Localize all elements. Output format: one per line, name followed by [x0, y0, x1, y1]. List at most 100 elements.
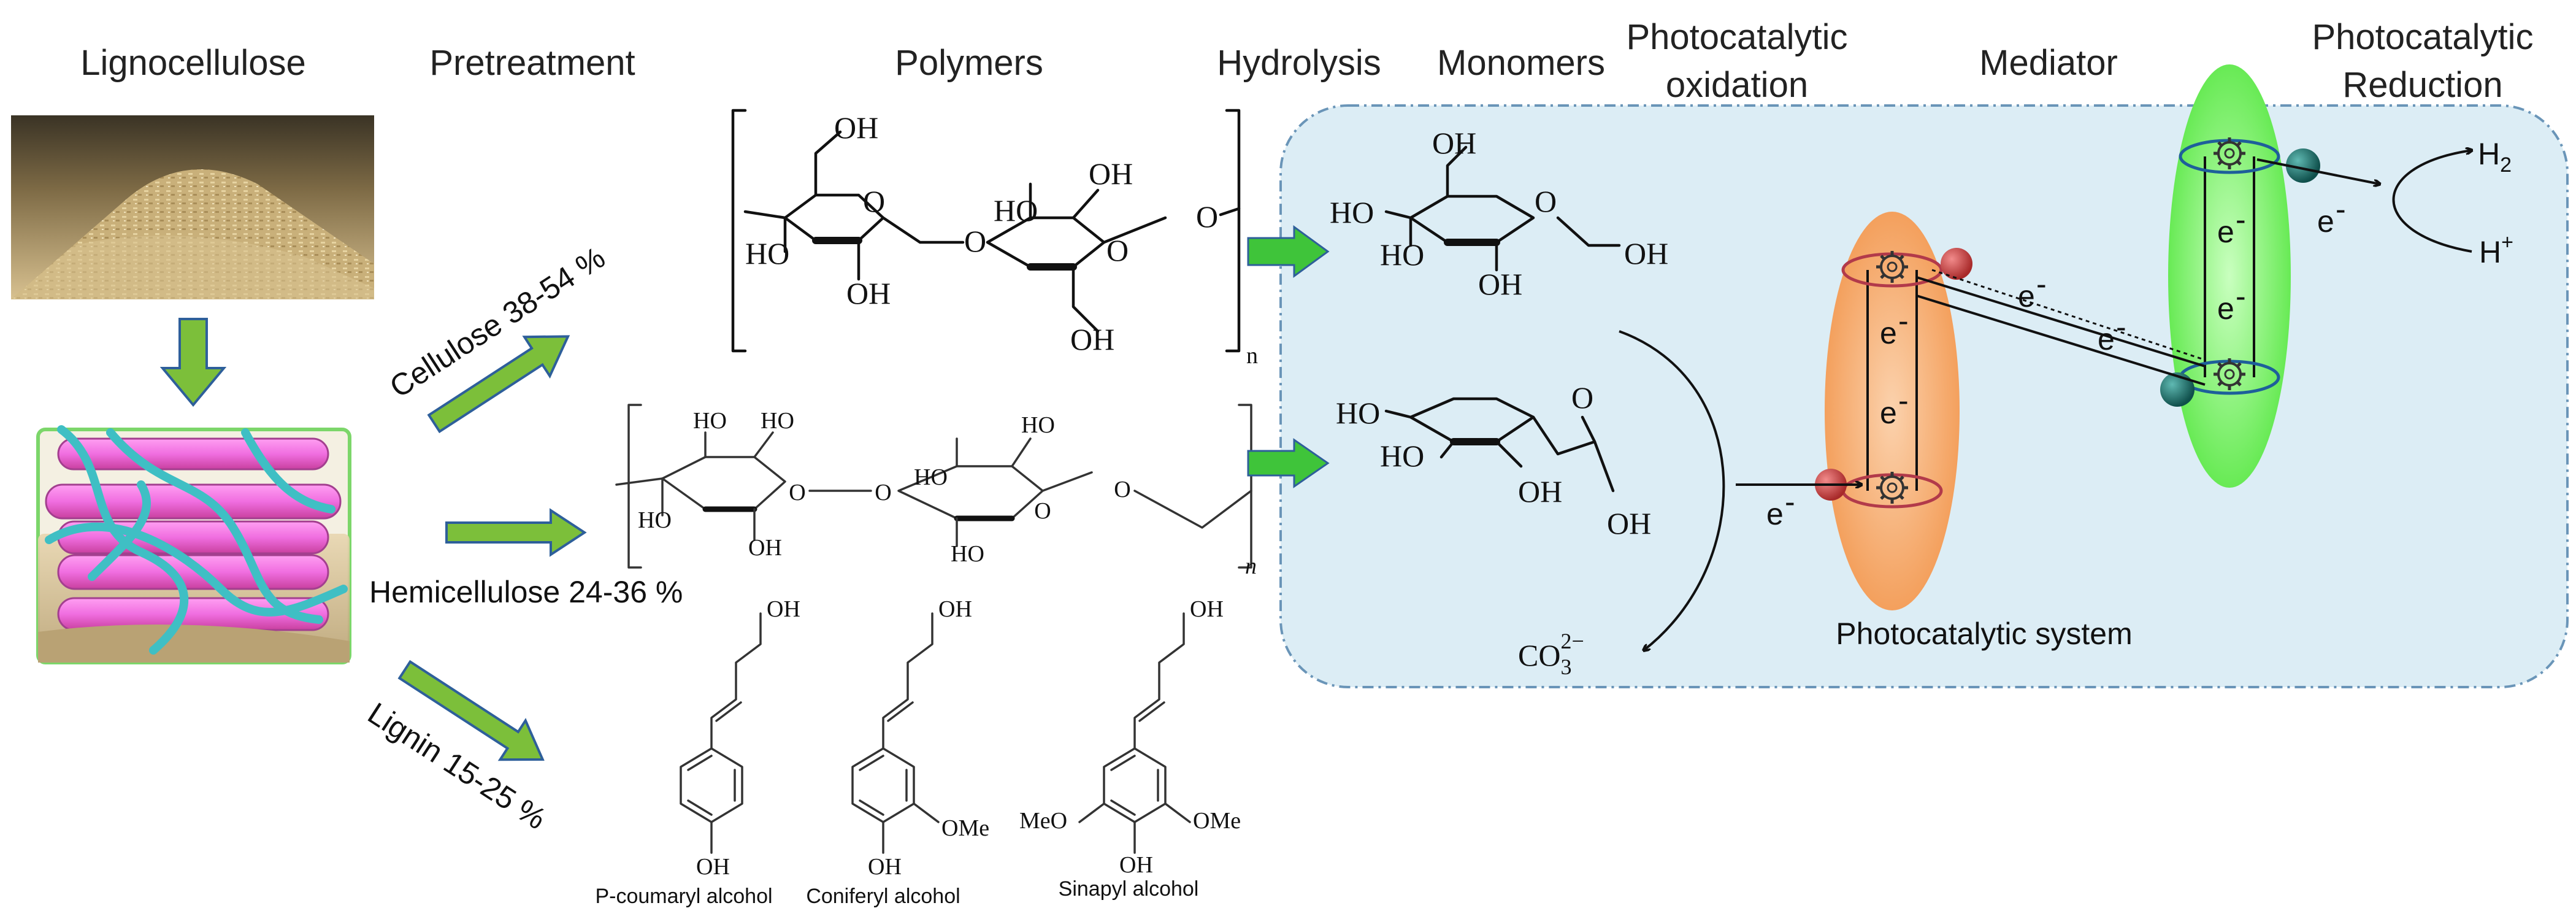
lignin-sinapyl-structure: OH OMe MeO OH	[1019, 596, 1241, 878]
hydrolysis-arrow-xylose	[1247, 438, 1330, 488]
svg-text:HO: HO	[1330, 195, 1374, 229]
svg-text:OH: OH	[846, 276, 891, 310]
electron-label-red-1: e	[2217, 215, 2234, 249]
header-reduction-line1: Photocatalytic	[2312, 17, 2533, 57]
header-pretreatment: Pretreatment	[429, 43, 635, 83]
electron-label-ox-1: e	[1880, 316, 1897, 350]
repeat-n-cellulose: n	[1246, 343, 1258, 369]
svg-text:HO: HO	[761, 408, 794, 434]
reduction-curved-arrow	[2392, 150, 2472, 253]
svg-text:HO: HO	[1380, 439, 1424, 473]
oxidation-curved-arrow	[1619, 330, 1725, 650]
carbonate-product: CO32−	[1518, 629, 1584, 679]
header-polymers: Polymers	[895, 43, 1043, 83]
header-hydrolysis: Hydrolysis	[1217, 43, 1381, 83]
header-monomers: Monomers	[1437, 43, 1605, 83]
svg-text:HO: HO	[914, 464, 948, 490]
teal-ball-bottom	[2160, 372, 2195, 407]
svg-text:-: -	[2236, 279, 2246, 313]
svg-text:OH: OH	[696, 854, 730, 880]
label-coniferyl-alcohol: Coniferyl alcohol	[806, 885, 960, 908]
xylose-monomer-structure: O HO HO OH OH	[1336, 380, 1651, 540]
header-oxidation-line1: Photocatalytic	[1626, 17, 1847, 57]
svg-text:O: O	[1034, 498, 1051, 524]
svg-text:O: O	[1571, 380, 1593, 415]
svg-text:OH: OH	[1432, 126, 1476, 160]
arrow-hemicellulose	[445, 508, 587, 557]
svg-text:OH: OH	[1518, 474, 1562, 509]
electron-label-ox-2: e	[1880, 396, 1897, 430]
svg-text:O: O	[964, 224, 986, 258]
teal-ball-top	[2286, 148, 2320, 183]
svg-text:OH: OH	[868, 854, 902, 880]
svg-text:-: -	[2116, 310, 2126, 344]
svg-text:HO: HO	[1021, 412, 1055, 438]
electron-label-med-1: e	[2018, 279, 2035, 313]
lignin-p-coumaryl-structure: OH OH	[680, 596, 800, 880]
svg-text:O: O	[789, 480, 805, 506]
arrow-lignin	[397, 659, 545, 761]
svg-text:O: O	[1535, 184, 1557, 218]
hplus-reactant: H+	[2479, 231, 2513, 269]
svg-text:HO: HO	[745, 236, 789, 271]
svg-text:O: O	[1114, 477, 1130, 502]
red-ball-top	[1941, 248, 1972, 280]
svg-text:HO: HO	[951, 541, 984, 567]
electron-label-red-2: e	[2217, 291, 2234, 326]
svg-text:-: -	[2336, 192, 2346, 226]
svg-text:OH: OH	[938, 596, 972, 622]
h2-product: H2	[2478, 137, 2512, 177]
svg-text:OH: OH	[1070, 322, 1114, 356]
svg-text:OH: OH	[1607, 506, 1651, 540]
svg-text:OH: OH	[1190, 596, 1224, 622]
svg-text:OH: OH	[834, 110, 878, 145]
reduction-photocatalyst-ellipse	[2168, 64, 2291, 488]
svg-text:HO: HO	[1380, 237, 1424, 272]
green-arrow-down	[159, 318, 227, 407]
hemicellulose-polymer-structure: n O HO HO HO OH O O HO HO HO O	[615, 404, 1257, 579]
label-p-coumaryl-alcohol: P-coumaryl alcohol	[595, 885, 772, 908]
electron-label-red-out: e	[2317, 204, 2334, 239]
svg-text:-: -	[1898, 383, 1909, 418]
lignocellulose-fiber-structure	[36, 425, 351, 664]
svg-text:HO: HO	[693, 408, 727, 434]
oxidation-photocatalyst-ellipse	[1825, 212, 1960, 610]
header-oxidation-line2: oxidation	[1666, 65, 1808, 105]
svg-text:OH: OH	[1624, 236, 1668, 271]
svg-text:OH: OH	[1089, 156, 1133, 191]
electron-transfer-arrow-red	[2256, 158, 2380, 184]
svg-text:OMe: OMe	[941, 815, 989, 841]
lignin-coniferyl-structure: OH OMe OH	[851, 596, 989, 880]
arrow-cellulose	[427, 335, 570, 434]
header-mediator: Mediator	[1979, 43, 2118, 83]
svg-text:OH: OH	[1478, 267, 1522, 301]
svg-text:HO: HO	[638, 507, 672, 533]
repeat-n-hemicellulose: n	[1245, 553, 1257, 579]
svg-text:O: O	[863, 184, 885, 218]
svg-text:-: -	[1898, 304, 1909, 338]
svg-text:-: -	[1785, 485, 1795, 519]
cellulose-polymer-structure: n O OH HO OH O O HO OH OH O	[731, 109, 1258, 369]
svg-text:OH: OH	[767, 596, 800, 622]
svg-text:-: -	[2036, 267, 2047, 301]
electron-label-transfer: e	[1766, 497, 1784, 531]
header-reduction-line2: Reduction	[2342, 65, 2502, 105]
svg-text:HO: HO	[1336, 396, 1380, 430]
svg-text:OMe: OMe	[1193, 808, 1241, 834]
svg-text:O: O	[875, 480, 891, 506]
svg-text:HO: HO	[994, 193, 1038, 228]
glucose-monomer-structure: O OH HO HO OH OH	[1330, 126, 1668, 301]
lignocellulose-photo	[11, 115, 374, 299]
svg-text:OH: OH	[748, 535, 782, 561]
svg-text:O: O	[1196, 199, 1218, 234]
electron-label-med-2: e	[2098, 322, 2115, 356]
svg-text:OH: OH	[1119, 852, 1153, 878]
svg-text:MeO: MeO	[1019, 808, 1067, 834]
photocatalytic-system-label: Photocatalytic system	[1836, 617, 2133, 651]
mediator-electron-conduit	[1916, 269, 2206, 386]
label-hemicellulose: Hemicellulose 24-36 %	[369, 575, 683, 609]
svg-text:-: -	[2236, 202, 2246, 237]
hydrolysis-arrow-glucose	[1247, 225, 1330, 278]
header-lignocellulose: Lignocellulose	[80, 43, 306, 83]
